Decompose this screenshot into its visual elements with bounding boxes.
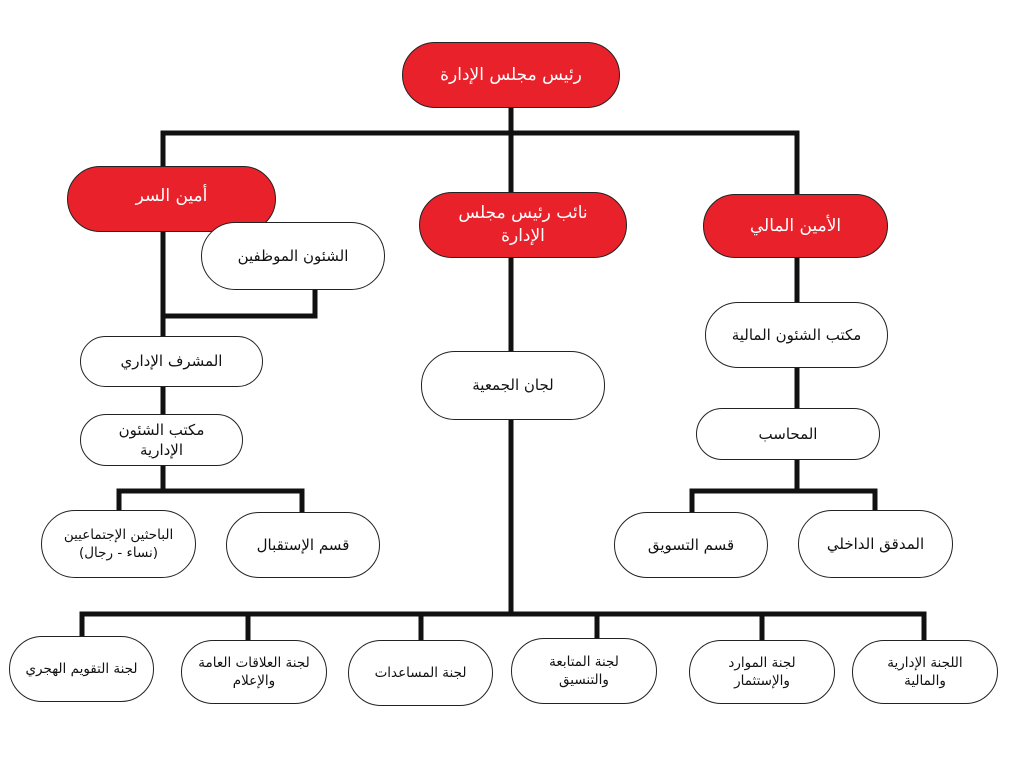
chairman-label: رئيس مجلس الإدارة bbox=[440, 64, 582, 85]
committee-hijri-label: لجنة التقويم الهجري bbox=[25, 660, 138, 677]
secretary-label: أمين السر bbox=[135, 186, 208, 206]
accountant-box: المحاسب bbox=[696, 408, 880, 460]
reception-dept-box: قسم الإستقبال bbox=[226, 512, 380, 578]
vice-chairman-box: نائب رئيس مجلس الإدارة bbox=[419, 192, 627, 258]
personnel-affairs-label: الشئون الموظفين bbox=[237, 246, 349, 265]
committee-followup-label: لجنة المتابعة والتنسيق bbox=[549, 653, 619, 688]
assembly-committees-label: لجان الجمعية bbox=[472, 376, 554, 395]
committee-followup-box: لجنة المتابعة والتنسيق bbox=[511, 638, 657, 704]
vice-chairman-label: نائب رئيس مجلس الإدارة bbox=[458, 203, 588, 246]
social-researchers-label: الباحثين الإجتماعيين bbox=[63, 526, 174, 543]
personnel-affairs-box: الشئون الموظفين bbox=[201, 222, 385, 290]
admin-affairs-office-label: مكتب الشئون الإدارية bbox=[118, 420, 205, 459]
secretary-box: أمين السر bbox=[67, 166, 276, 232]
committee-aid-label: لجنة المساعدات bbox=[374, 664, 467, 681]
committee-hijri-box: لجنة التقويم الهجري bbox=[9, 636, 154, 702]
treasurer-box: الأمين المالي bbox=[703, 194, 888, 258]
committee-admin-finance-label: اللجنة الإدارية والمالية bbox=[887, 654, 963, 689]
committee-pr-label: لجنة العلاقات العامة والإعلام bbox=[198, 654, 310, 689]
admin-supervisor-label: المشرف الإداري bbox=[120, 352, 223, 371]
marketing-dept-label: قسم التسويق bbox=[647, 535, 735, 554]
accountant-label: المحاسب bbox=[758, 424, 818, 443]
admin-affairs-office-box: مكتب الشئون الإدارية bbox=[80, 414, 243, 466]
committee-resources-box: لجنة الموارد والإستثمار bbox=[689, 640, 835, 704]
committee-aid-box: لجنة المساعدات bbox=[348, 640, 493, 706]
committee-pr-box: لجنة العلاقات العامة والإعلام bbox=[181, 640, 327, 704]
assembly-committees-box: لجان الجمعية bbox=[421, 351, 605, 420]
financial-affairs-office-box: مكتب الشئون المالية bbox=[705, 302, 888, 368]
committee-resources-label: لجنة الموارد والإستثمار bbox=[728, 654, 796, 689]
committee-admin-finance-box: اللجنة الإدارية والمالية bbox=[852, 640, 998, 704]
reception-dept-label: قسم الإستقبال bbox=[256, 535, 350, 554]
financial-affairs-office-label: مكتب الشئون المالية bbox=[731, 325, 862, 344]
treasurer-label: الأمين المالي bbox=[749, 215, 842, 236]
chairman-box: رئيس مجلس الإدارة bbox=[402, 42, 620, 108]
internal-auditor-box: المدقق الداخلي bbox=[798, 510, 953, 578]
internal-auditor-label: المدقق الداخلي bbox=[826, 534, 925, 553]
social-researchers-box: الباحثين الإجتماعيين (نساء - رجال) bbox=[41, 510, 196, 578]
social-researchers-note: (نساء - رجال) bbox=[78, 545, 159, 561]
admin-supervisor-box: المشرف الإداري bbox=[80, 336, 263, 387]
marketing-dept-box: قسم التسويق bbox=[614, 512, 768, 578]
